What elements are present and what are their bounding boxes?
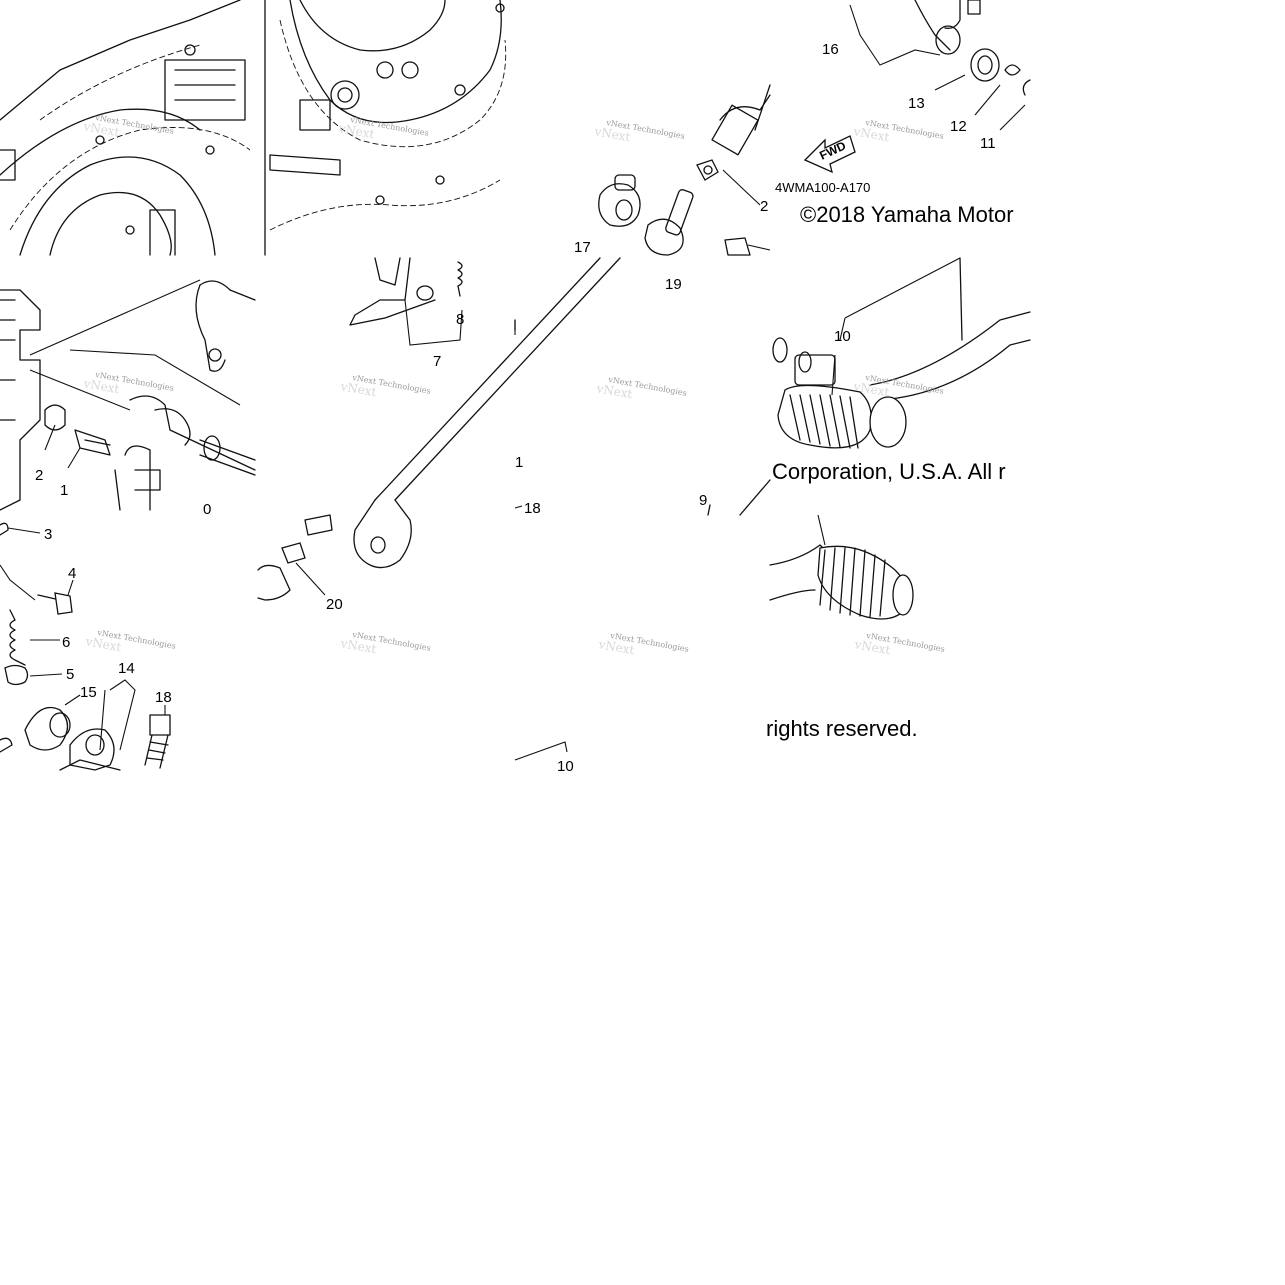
callout-4: 4 bbox=[68, 565, 76, 582]
crankcase-left-drawing bbox=[0, 0, 251, 256]
watermark-7: vNext vNext Technologies bbox=[595, 375, 688, 401]
svg-text:vNext: vNext bbox=[84, 634, 123, 654]
callout-2: 2 bbox=[35, 467, 43, 484]
leader-line-10 bbox=[514, 741, 568, 761]
svg-text:vNext: vNext bbox=[339, 636, 378, 656]
shift-pedal-top-drawing: FWD bbox=[803, 0, 1031, 174]
copyright-line-1: ©2018 Yamaha Motor bbox=[800, 202, 1014, 227]
callout-12: 12 bbox=[950, 118, 967, 135]
callout-16: 16 bbox=[822, 41, 839, 58]
callout-fragment-0: 0 bbox=[203, 501, 211, 518]
svg-text:vNext: vNext bbox=[852, 124, 891, 144]
callout-fragment-18: 18 bbox=[524, 500, 541, 517]
callout-10-bottom: 10 bbox=[557, 758, 574, 775]
watermark-5: vNext vNext Technologies bbox=[82, 370, 175, 396]
callout-13: 13 bbox=[908, 95, 925, 112]
callout-14: 14 bbox=[118, 660, 135, 677]
svg-text:vNext: vNext bbox=[852, 379, 891, 399]
callout-20: 20 bbox=[326, 596, 343, 613]
svg-text:vNext: vNext bbox=[82, 376, 121, 396]
small-parts-drawing bbox=[0, 522, 171, 771]
watermark-4: vNext vNext Technologies bbox=[852, 118, 945, 144]
callout-11: 11 bbox=[980, 135, 996, 152]
callout-19: 19 bbox=[665, 276, 682, 293]
svg-text:vNext: vNext bbox=[853, 637, 892, 657]
watermark-6: vNext vNext Technologies bbox=[339, 373, 432, 399]
callout-15: 15 bbox=[80, 684, 97, 701]
callout-18: 18 bbox=[155, 689, 172, 706]
callout-1: 1 bbox=[60, 482, 68, 499]
svg-text:vNext: vNext bbox=[82, 119, 121, 139]
watermark-11: vNext vNext Technologies bbox=[597, 631, 690, 657]
fwd-arrow-icon: FWD bbox=[803, 135, 856, 174]
watermark-12: vNext vNext Technologies bbox=[853, 631, 946, 657]
svg-text:vNext: vNext bbox=[597, 637, 636, 657]
svg-text:vNext: vNext bbox=[593, 124, 632, 144]
callout-fragment-2: 2 bbox=[760, 198, 768, 215]
watermark-10: vNext vNext Technologies bbox=[339, 630, 432, 656]
callout-17: 17 bbox=[574, 239, 591, 256]
callout-7: 7 bbox=[433, 353, 441, 370]
copyright-line-2: Corporation, U.S.A. All r bbox=[772, 459, 1006, 484]
svg-text:vNext: vNext bbox=[595, 381, 634, 401]
shift-shaft-drawing bbox=[0, 279, 256, 511]
shift-rod-drawing bbox=[257, 84, 771, 601]
callout-fragment-21: 1 bbox=[515, 454, 523, 471]
copyright-line-3: rights reserved. bbox=[766, 716, 918, 741]
svg-text:vNext: vNext bbox=[339, 379, 378, 399]
callout-3: 3 bbox=[44, 526, 52, 543]
watermark-9: vNext vNext Technologies bbox=[84, 628, 177, 654]
shift-pedal-footrest-drawing bbox=[707, 257, 1031, 620]
callout-10-top: 10 bbox=[834, 328, 851, 345]
callout-layer: 1 2 3 4 5 6 7 8 9 10 10 11 12 13 14 15 1… bbox=[35, 41, 996, 775]
watermark-1: vNext vNext Technologies bbox=[82, 113, 175, 139]
part-code: 4WMA100-A170 bbox=[775, 180, 870, 195]
crankcase-right-drawing bbox=[264, 0, 507, 256]
callout-9: 9 bbox=[699, 492, 707, 509]
shift-arm-drawing bbox=[349, 257, 463, 346]
callout-6: 6 bbox=[62, 634, 70, 651]
callout-5: 5 bbox=[66, 666, 74, 683]
svg-text:vNext: vNext bbox=[337, 121, 376, 141]
watermark-3: vNext vNext Technologies bbox=[593, 118, 686, 144]
callout-8: 8 bbox=[456, 311, 464, 328]
